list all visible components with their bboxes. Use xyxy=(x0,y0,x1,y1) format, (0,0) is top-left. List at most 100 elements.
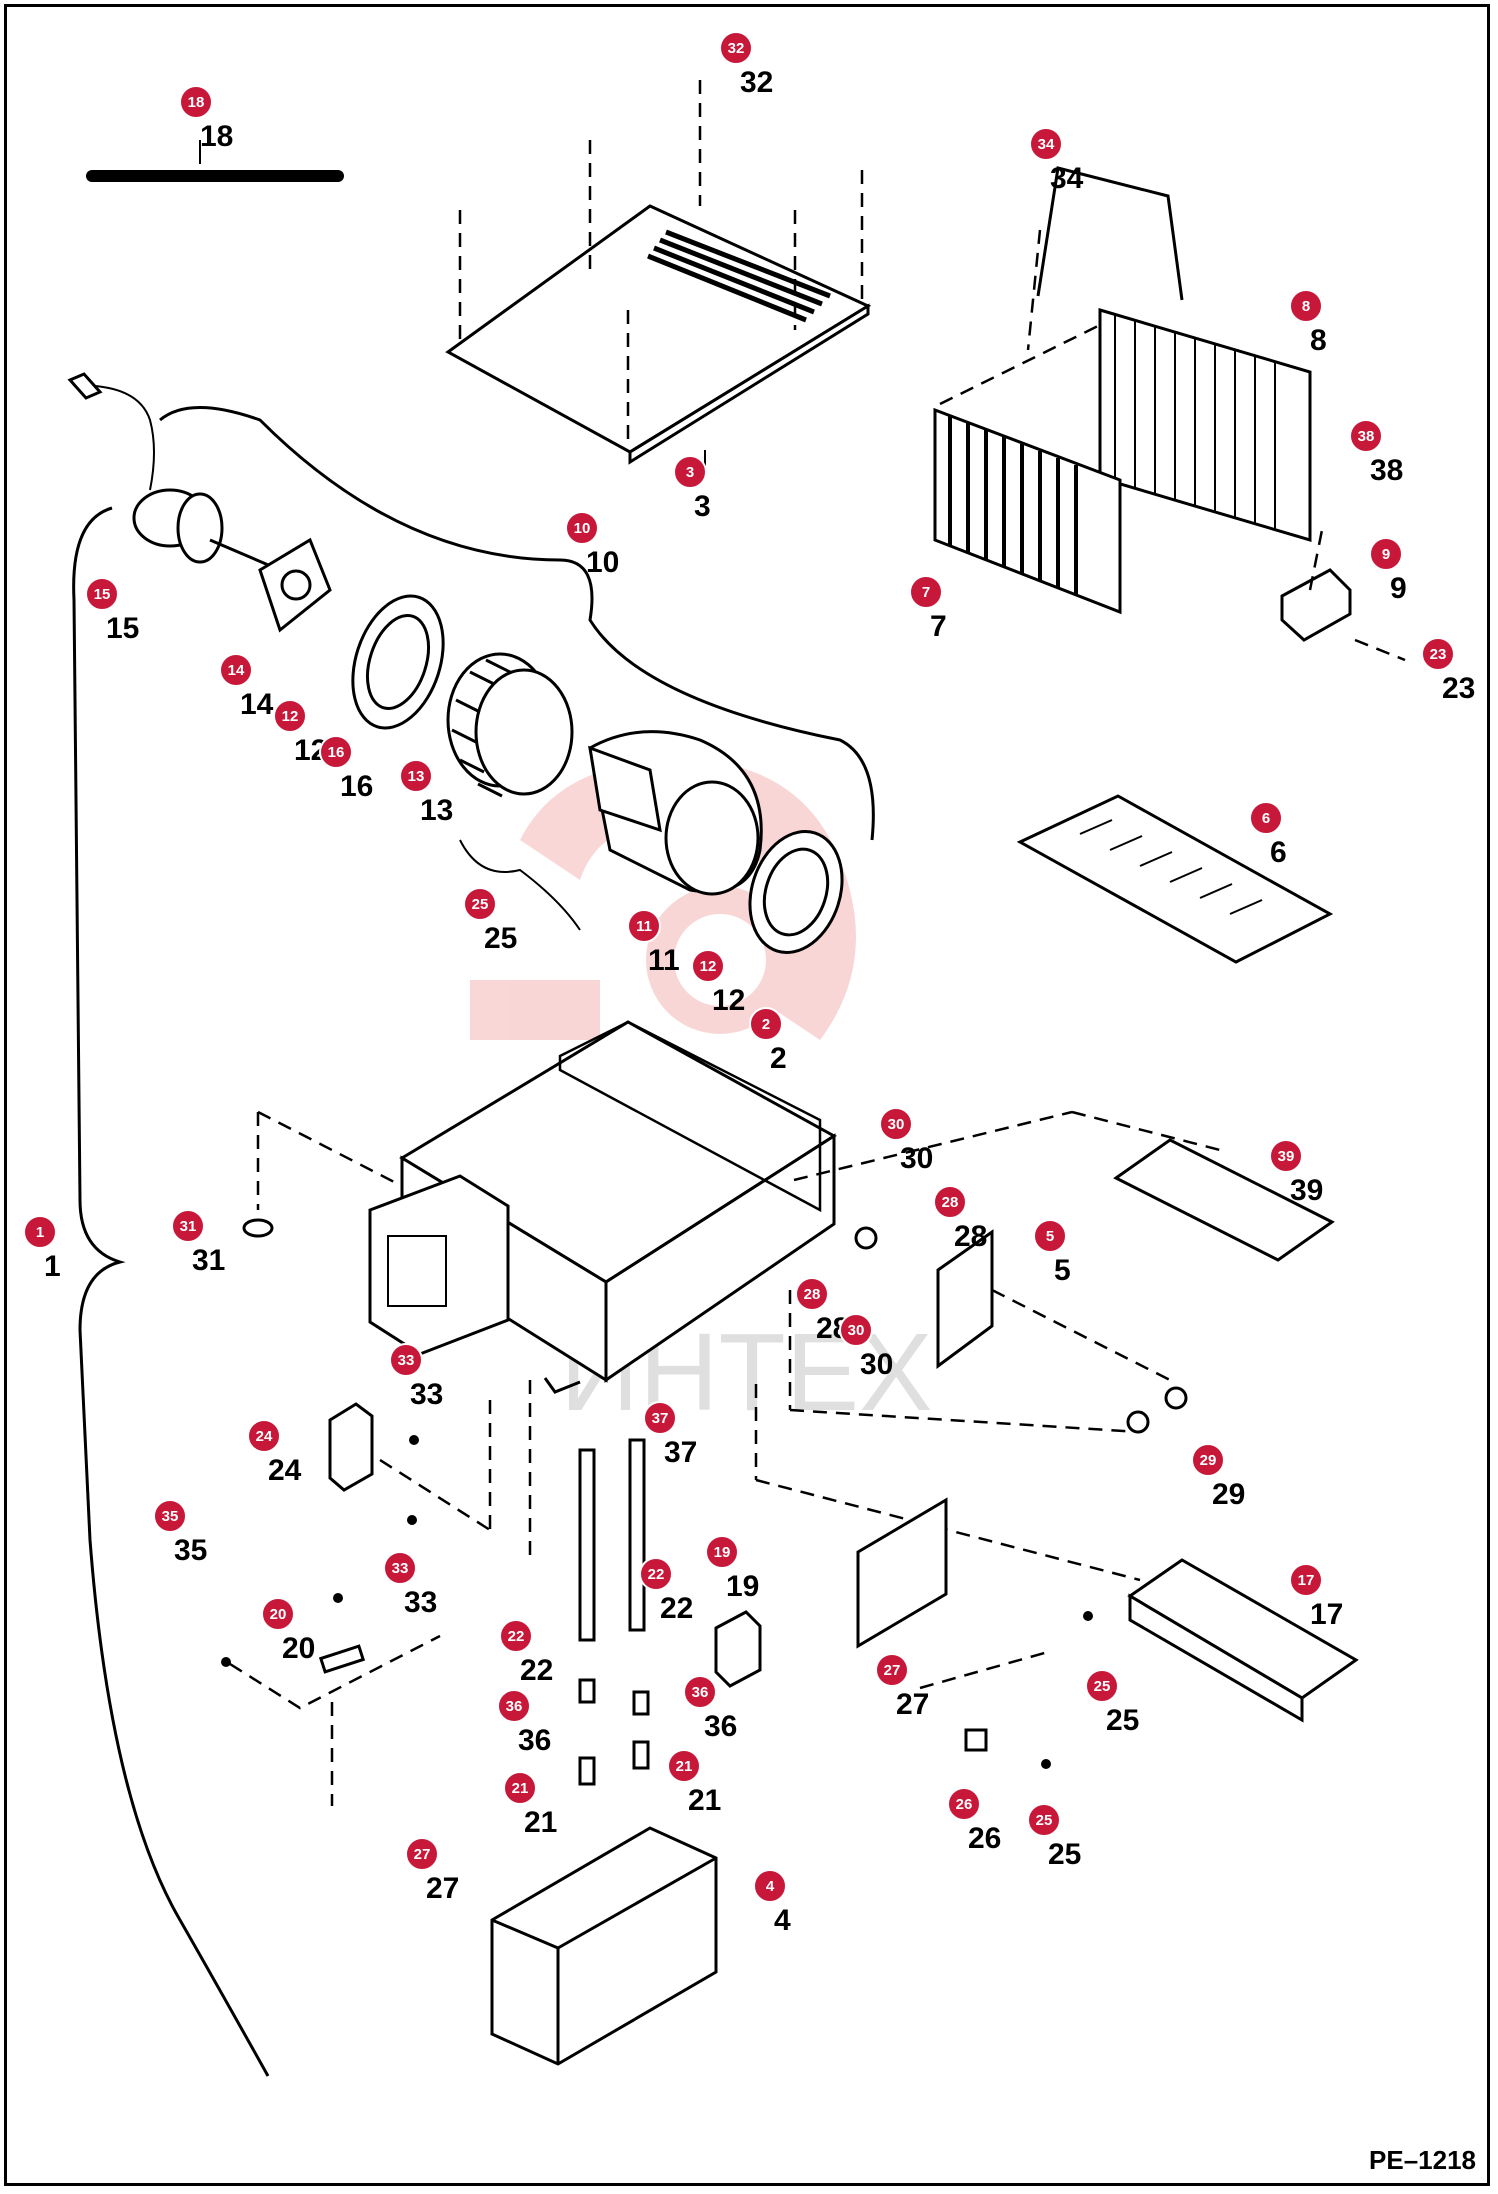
callout-marker-14: 14 xyxy=(219,653,253,687)
callout-number: 20 xyxy=(270,1606,287,1623)
callout-marker-21a: 21 xyxy=(503,1771,537,1805)
callout-dot xyxy=(1085,1669,1119,1703)
callout-marker-37: 37 xyxy=(643,1401,677,1435)
part-number-label-14: 14 xyxy=(240,688,274,721)
callout-dot xyxy=(705,1535,739,1569)
callout-marker-7: 7 xyxy=(909,575,943,609)
callout-marker-10: 10 xyxy=(565,511,599,545)
callout-marker-25a: 25 xyxy=(463,887,497,921)
callout-marker-18: 18 xyxy=(179,85,213,119)
callout-number: 29 xyxy=(1200,1452,1217,1469)
callout-marker-13: 13 xyxy=(399,759,433,793)
callout-marker-29: 29 xyxy=(1191,1443,1225,1477)
part-4-lower-cover xyxy=(490,1826,718,2066)
callout-dot xyxy=(1029,127,1063,161)
callout-number: 15 xyxy=(94,586,111,603)
part-number-label-19: 19 xyxy=(726,1570,759,1603)
callout-marker-36a: 36 xyxy=(497,1689,531,1723)
callout-number: 27 xyxy=(414,1846,431,1863)
part-number-label-24: 24 xyxy=(268,1454,302,1487)
callout-dot xyxy=(627,909,661,943)
callout-marker-34: 34 xyxy=(1029,127,1063,161)
callout-dot xyxy=(399,759,433,793)
callout-number: 23 xyxy=(1430,646,1447,663)
callout-number: 21 xyxy=(512,1780,529,1797)
callout-dot xyxy=(219,653,253,687)
fasteners xyxy=(221,1218,1188,1769)
callout-number: 11 xyxy=(636,918,652,935)
part-number-label-18: 18 xyxy=(200,120,233,153)
callout-number: 5 xyxy=(1046,1228,1054,1245)
callout-dot xyxy=(503,1771,537,1805)
callout-number: 1 xyxy=(36,1224,44,1241)
part-number-label-36b: 36 xyxy=(704,1710,737,1743)
callout-number: 21 xyxy=(676,1758,693,1775)
callout-markers: 1234567891011121213141516171819202121222… xyxy=(23,31,1455,1903)
part-number-label-22b: 22 xyxy=(660,1592,693,1625)
part-12-gasket-ring xyxy=(351,594,844,955)
callout-number: 8 xyxy=(1302,298,1310,315)
callout-dot xyxy=(383,1551,417,1585)
callout-number: 25 xyxy=(472,896,489,913)
callout-marker-17: 17 xyxy=(1289,1563,1323,1597)
callout-number: 7 xyxy=(922,584,930,601)
part-number-label-9: 9 xyxy=(1390,572,1407,605)
callout-number: 34 xyxy=(1038,136,1055,153)
part-6-filter-grille xyxy=(1016,794,1334,964)
part-number-label-23: 23 xyxy=(1442,672,1475,705)
callout-marker-33b: 33 xyxy=(383,1551,417,1585)
assembly-guide-lines xyxy=(256,1110,1221,1582)
part-18-strip xyxy=(86,140,344,182)
callout-number: 30 xyxy=(888,1116,905,1133)
callout-marker-26: 26 xyxy=(947,1787,981,1821)
callout-marker-22b: 22 xyxy=(639,1557,673,1591)
callout-marker-22a: 22 xyxy=(499,1619,533,1653)
part-7-heater-core xyxy=(933,166,1184,615)
watermark-logo xyxy=(470,760,856,1040)
callout-dot xyxy=(839,1313,873,1347)
callout-marker-11: 11 xyxy=(627,909,661,943)
callout-dot xyxy=(667,1749,701,1783)
callout-marker-33a: 33 xyxy=(389,1343,423,1377)
part-number-label-7: 7 xyxy=(930,610,947,643)
callout-marker-30b: 30 xyxy=(839,1313,873,1347)
callout-marker-21b: 21 xyxy=(667,1749,701,1783)
part-number-label-29: 29 xyxy=(1212,1478,1245,1511)
part-number-label-25b: 25 xyxy=(1106,1704,1139,1737)
callout-number: 25 xyxy=(1094,1678,1111,1695)
callout-number: 3 xyxy=(686,464,694,481)
callout-marker-1: 1 xyxy=(23,1215,57,1249)
callout-number: 2 xyxy=(762,1016,770,1033)
callout-number: 22 xyxy=(648,1566,665,1583)
callout-number: 16 xyxy=(328,744,345,761)
part-number-label-28a: 28 xyxy=(954,1220,987,1253)
callout-marker-23: 23 xyxy=(1421,637,1455,671)
part-number-label-27a: 27 xyxy=(896,1688,929,1721)
callout-dot xyxy=(85,577,119,611)
callout-number: 9 xyxy=(1382,546,1390,563)
callout-number: 14 xyxy=(228,662,245,679)
part-37-spring-rods xyxy=(578,1438,650,1786)
part-19-relay xyxy=(714,1610,762,1688)
callout-number: 19 xyxy=(714,1544,731,1561)
part-number-label-26: 26 xyxy=(968,1822,1001,1855)
callout-dot xyxy=(179,85,213,119)
part-15-blower-motor xyxy=(67,372,281,572)
callout-marker-27a: 27 xyxy=(875,1653,909,1687)
callout-dot xyxy=(1027,1803,1061,1837)
callout-dot xyxy=(1269,1139,1303,1173)
callout-marker-16: 16 xyxy=(319,735,353,769)
callout-number: 33 xyxy=(392,1560,409,1577)
callout-marker-3: 3 xyxy=(673,455,707,489)
part-number-label-38: 38 xyxy=(1370,454,1403,487)
callout-marker-27b: 27 xyxy=(405,1837,439,1871)
callout-marker-38: 38 xyxy=(1349,419,1383,453)
part-number-label-21a: 21 xyxy=(524,1806,557,1839)
callout-number: 22 xyxy=(508,1628,525,1645)
callout-number: 13 xyxy=(408,768,425,785)
part-number-labels: 1234567891011121213141516171819202121222… xyxy=(44,66,1475,1937)
callout-marker-8: 8 xyxy=(1289,289,1323,323)
callout-dot xyxy=(879,1107,913,1141)
part-24-switch xyxy=(328,1402,374,1492)
callout-number: 36 xyxy=(506,1698,523,1715)
